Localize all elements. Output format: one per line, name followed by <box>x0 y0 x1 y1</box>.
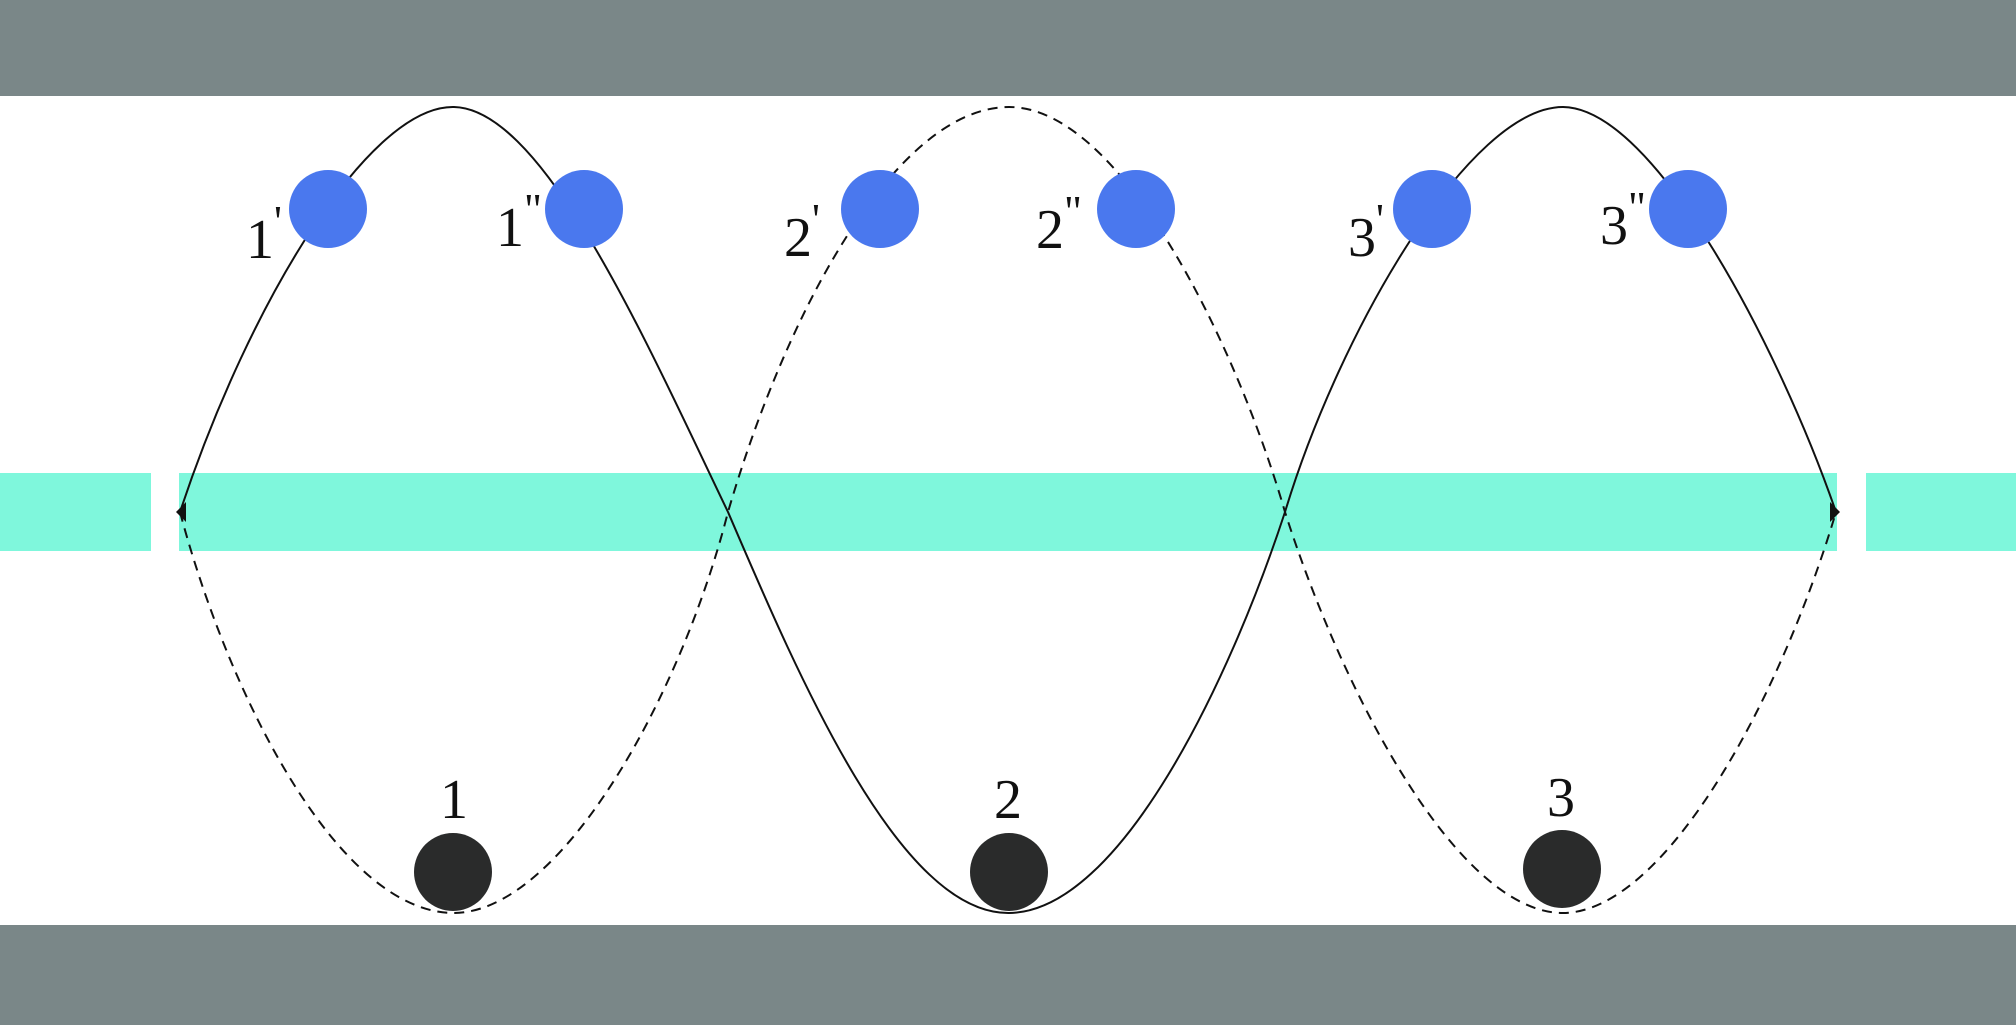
label-1-double-prime: 1" <box>496 185 542 259</box>
bottom-wall <box>0 925 2016 1025</box>
label-2: 2 <box>994 769 1022 831</box>
band-main-segment <box>179 473 1837 551</box>
label-2-prime: 2' <box>784 195 820 269</box>
label-3-prime-mark: ' <box>1376 195 1384 244</box>
left-arrowhead <box>176 502 186 522</box>
atom-2 <box>970 833 1048 911</box>
atom-2-prime <box>841 170 919 248</box>
atom-2-double-prime <box>1097 170 1175 248</box>
label-3: 3 <box>1547 767 1575 829</box>
label-1-prime-mark: ' <box>274 197 282 246</box>
label-2-prime-num: 2 <box>784 207 812 269</box>
band-right-segment <box>1866 473 2016 551</box>
label-3-double-prime-num: 3 <box>1600 195 1628 257</box>
right-arrowhead <box>1830 502 1840 522</box>
label-3-prime: 3' <box>1348 195 1384 269</box>
label-2-double-prime-mark: " <box>1064 187 1082 236</box>
label-1: 1 <box>440 769 468 831</box>
label-1-prime: 1' <box>246 197 282 271</box>
label-3-double-prime: 3" <box>1600 183 1646 257</box>
atom-1-prime <box>289 170 367 248</box>
label-3-prime-num: 3 <box>1348 207 1376 269</box>
label-3-double-prime-mark: " <box>1628 183 1646 232</box>
atom-3 <box>1523 830 1601 908</box>
label-1-double-prime-mark: " <box>524 185 542 234</box>
top-wall <box>0 0 2016 96</box>
band-left-segment <box>0 473 151 551</box>
atom-1-double-prime <box>545 170 623 248</box>
solid-trajectory <box>179 105 1837 915</box>
atom-1 <box>414 833 492 911</box>
label-2-prime-mark: ' <box>812 195 820 244</box>
label-1-double-prime-num: 1 <box>496 197 524 259</box>
label-2-double-prime-num: 2 <box>1036 199 1064 261</box>
label-2-double-prime: 2" <box>1036 187 1082 261</box>
atom-3-double-prime <box>1649 170 1727 248</box>
label-1-prime-num: 1 <box>246 209 274 271</box>
dashed-trajectory <box>179 105 1837 915</box>
atom-3-prime <box>1393 170 1471 248</box>
